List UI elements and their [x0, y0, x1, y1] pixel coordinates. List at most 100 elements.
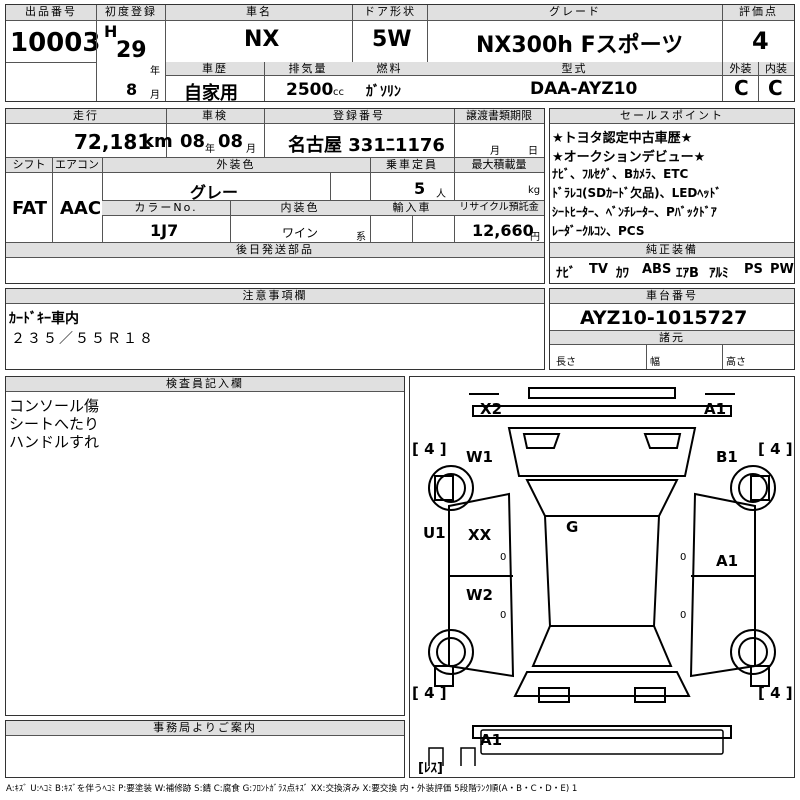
grade: NX300h Fスポーツ — [476, 33, 684, 58]
ext-color-label: 外装色 — [102, 158, 370, 173]
car-name-label: 車名 — [166, 5, 352, 21]
inspection-label: 車検 — [166, 109, 264, 124]
mark-x2: X2 — [480, 400, 503, 418]
mark-u1: U1 — [423, 524, 446, 542]
history: 自家用 — [184, 83, 238, 104]
inspector-block — [5, 376, 405, 716]
notes-line-2: ２３５／５５Ｒ１８ — [11, 331, 155, 347]
later-parts-label: 後日発送部品 — [6, 243, 544, 258]
equip-ps: PS — [744, 262, 763, 277]
exterior-grade: C — [734, 76, 749, 100]
inspection-year-unit: 年 — [205, 144, 215, 155]
mark-w2: W2 — [466, 586, 493, 604]
car-name: NX — [244, 27, 280, 52]
equip-tv: TV — [589, 262, 608, 277]
lot-no: 10003 — [10, 28, 101, 58]
exterior-label: 外装 — [723, 62, 758, 76]
tread-front-right: [ 4 ] — [758, 440, 793, 458]
roof-outline — [543, 515, 661, 627]
fuel: ｶﾞｿﾘﾝ — [366, 84, 401, 100]
first-reg-label: 初度登録 — [97, 5, 165, 21]
grade-label: グレード — [428, 5, 722, 21]
length-label: 長さ — [556, 357, 576, 368]
aircon: AAC — [60, 198, 102, 219]
capacity-label: 乗車定員 — [370, 158, 454, 173]
notes-block — [5, 288, 545, 370]
sales-point-block — [549, 108, 795, 284]
legend: A:ｷｽﾞ U:ﾍｺﾐ B:ｷｽﾞを伴うﾍｺﾐ P:要塗装 W:補修跡 S:錆 … — [6, 784, 578, 794]
mark-zero-right-rear: 0 — [680, 610, 687, 621]
fuel-label: 燃料 — [352, 62, 427, 76]
registration-number: 名古屋 331ﾆ1176 — [288, 135, 445, 156]
displacement-unit: cc — [333, 87, 344, 98]
mark-a1-side: A1 — [716, 552, 739, 570]
transfer-label: 譲渡書類期限 — [454, 109, 544, 124]
recycle-fee: 12,660 — [472, 221, 534, 240]
spare-tire-less: [ﾚｽ] — [418, 761, 443, 776]
year-unit: 年 — [150, 66, 160, 77]
inspector-title: 検査員記入欄 — [6, 377, 404, 392]
rear-bumper-outline — [472, 725, 732, 739]
front-bumper-outline — [472, 405, 732, 417]
first-reg-year: 29 — [116, 38, 147, 63]
sales-line-2: ★オークションデビュー★ — [552, 150, 706, 165]
month-unit: 月 — [150, 90, 160, 101]
first-reg-month: 8 — [126, 80, 138, 99]
office-title: 事務局よりご案内 — [6, 721, 404, 736]
sales-line-6: ﾚｰﾀﾞｰｸﾙｺﾝ、PCS — [552, 224, 645, 238]
inspection-month: 08 — [218, 131, 244, 152]
mileage-unit: km — [142, 131, 173, 152]
notes-title: 注意事項欄 — [6, 289, 544, 304]
int-color-unit: 系 — [356, 232, 366, 243]
specs-block — [5, 108, 545, 284]
max-load-unit: kg — [528, 185, 541, 196]
tread-rear-right: [ 4 ] — [758, 684, 793, 702]
dims-title: 諸元 — [550, 331, 794, 345]
chassis-block — [549, 288, 795, 370]
tread-front-left: [ 4 ] — [412, 440, 447, 458]
windshield-outline — [525, 479, 679, 517]
mark-g: G — [566, 518, 579, 536]
header-block — [5, 4, 795, 102]
inspection-month-unit: 月 — [246, 144, 256, 155]
mark-zero-left-rear: 0 — [500, 610, 507, 621]
right-side-outline — [689, 492, 756, 678]
equipment-title: 純正装備 — [550, 243, 794, 258]
car-diagram — [428, 387, 776, 766]
equip-pw: PW — [770, 262, 794, 277]
mileage-label: 走行 — [6, 109, 166, 124]
recycle-label: リサイクル預託金 — [454, 201, 544, 216]
color-no-label: カラーNo. — [102, 201, 230, 216]
rear-left-tire — [428, 629, 474, 675]
door-type: 5W — [372, 27, 412, 52]
mark-zero-right-front: 0 — [680, 552, 687, 563]
chassis-number: AYZ10-1015727 — [580, 307, 748, 329]
rear-right-tire — [730, 629, 776, 675]
int-color-label: 内装色 — [230, 201, 370, 216]
sales-point-title: セールスポイント — [550, 109, 794, 124]
office-block — [5, 720, 405, 778]
equip-abs: ABS — [642, 262, 672, 277]
mark-xx: XX — [468, 526, 492, 544]
sales-line-1: ★トヨタ認定中古車歴★ — [552, 131, 693, 146]
recycle-unit: 円 — [530, 232, 540, 243]
front-left-tire — [428, 465, 474, 511]
era: H — [104, 22, 118, 41]
shift: FAT — [12, 198, 48, 219]
door-label: ドア形状 — [353, 5, 427, 21]
mark-a1-front: A1 — [704, 400, 727, 418]
front-right-tire — [730, 465, 776, 511]
hood-outline — [507, 427, 697, 477]
displacement: 2500 — [286, 80, 334, 100]
int-color: ワイン — [282, 226, 319, 240]
max-load-label: 最大積載量 — [454, 158, 544, 173]
score: 4 — [752, 27, 769, 55]
width-label: 幅 — [650, 357, 660, 368]
mileage: 72,181 — [74, 130, 152, 154]
height-label: 高さ — [726, 357, 746, 368]
sales-line-3: ﾅﾋﾞ、ﾌﾙｾｸﾞ、Bｶﾒﾗ、ETC — [552, 167, 689, 181]
equip-alloy: ｱﾙﾐ — [709, 266, 729, 281]
equip-airbag: ｴｱB — [676, 266, 699, 281]
displacement-label: 排気量 — [264, 62, 352, 76]
score-label: 評価点 — [723, 5, 794, 21]
